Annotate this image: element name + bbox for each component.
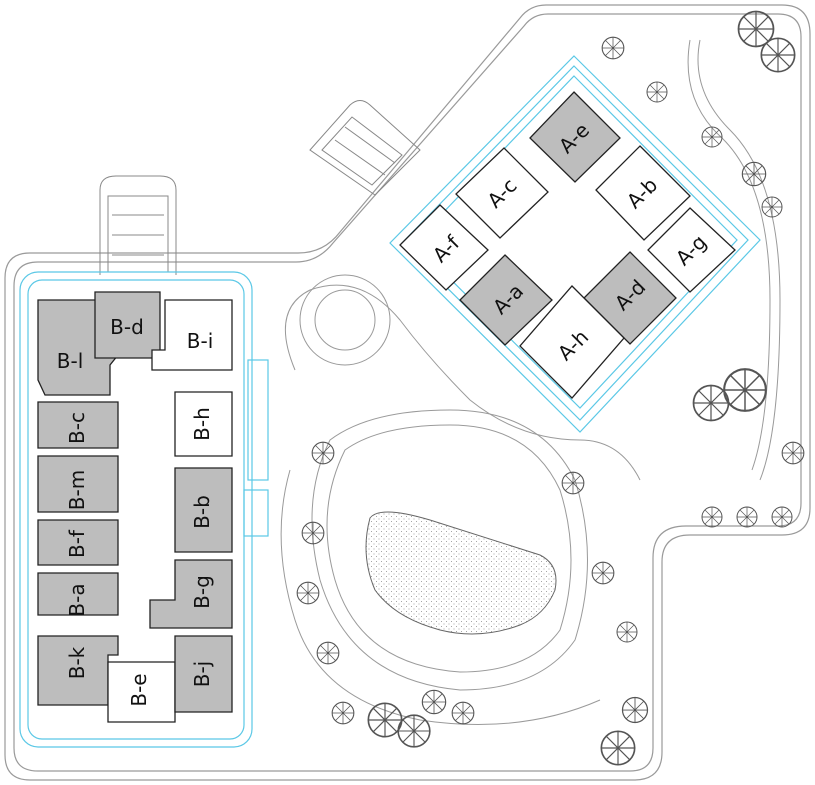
unit-b-h[interactable]: B-h (174, 391, 233, 457)
tree-icon (591, 561, 615, 585)
tree-icon (301, 521, 325, 545)
tree-icon (621, 696, 649, 724)
stairs-top-left (99, 175, 177, 275)
tree-icon (397, 714, 431, 748)
tree-icon (311, 441, 335, 465)
tree-icon (736, 506, 758, 528)
unit-b-j[interactable]: B-j (174, 635, 233, 713)
tree-icon (316, 641, 340, 665)
tree-icon (781, 441, 805, 465)
unit-b-i[interactable]: B-i (151, 299, 233, 371)
svg-text:B-k: B-k (65, 646, 89, 679)
svg-text:B-l: B-l (57, 349, 84, 373)
tree-icon (561, 471, 585, 495)
tree-icon (701, 506, 723, 528)
tree-icon (646, 81, 668, 103)
tree-icon (771, 506, 793, 528)
svg-text:B-b: B-b (190, 495, 214, 529)
tree-icon (723, 368, 767, 412)
unit-a-g[interactable]: A-g (647, 207, 736, 293)
unit-a-a[interactable]: A-a (459, 254, 553, 346)
tower-a: A-e A-c A-b A-f A-g A-a A-d A-h (399, 91, 736, 399)
unit-a-c[interactable]: A-c (455, 147, 549, 239)
tree-icon (692, 384, 730, 422)
unit-b-d[interactable]: B-d (94, 291, 161, 359)
tree-icon (760, 37, 796, 73)
svg-text:B-g: B-g (190, 575, 214, 609)
svg-text:B-j: B-j (190, 661, 214, 688)
unit-a-b[interactable]: A-b (595, 145, 691, 241)
tree-icon (367, 702, 403, 738)
unit-a-h[interactable]: A-h (519, 285, 625, 399)
unit-a-f[interactable]: A-f (399, 204, 489, 291)
tree-icon (701, 126, 723, 148)
svg-text:B-d: B-d (110, 315, 144, 339)
unit-b-a[interactable]: B-a (37, 572, 119, 617)
tree-icon (451, 701, 475, 725)
unit-b-c[interactable]: B-c (37, 401, 119, 449)
tree-icon (616, 621, 638, 643)
unit-b-m[interactable]: B-m (37, 455, 119, 513)
svg-text:B-c: B-c (65, 412, 89, 444)
unit-b-k[interactable]: B-k (37, 635, 119, 706)
svg-text:B-h: B-h (190, 407, 214, 441)
tree-icon (601, 36, 625, 60)
unit-b-f[interactable]: B-f (37, 519, 119, 566)
tree-icon (600, 730, 636, 766)
svg-text:B-f: B-f (65, 529, 89, 558)
unit-a-e[interactable]: A-e (529, 91, 621, 183)
unit-b-e[interactable]: B-e (107, 661, 176, 723)
podium-tower-b (19, 271, 269, 748)
svg-text:B-e: B-e (127, 673, 151, 706)
unit-b-g[interactable]: B-g (149, 559, 233, 629)
tree-icon (421, 689, 447, 715)
tower-b: B-l B-d B-i B-c B-h B-m B-b B-f (37, 291, 233, 723)
tree-icon (331, 701, 355, 725)
unit-b-b[interactable]: B-b (174, 467, 233, 553)
stairs-north (309, 100, 421, 196)
svg-text:B-i: B-i (187, 329, 214, 353)
svg-text:B-a: B-a (65, 583, 89, 616)
tree-icon (296, 581, 320, 605)
svg-text:B-m: B-m (65, 470, 89, 510)
tree-icon (741, 161, 767, 187)
pool (365, 511, 557, 635)
tree-icon (761, 196, 783, 218)
